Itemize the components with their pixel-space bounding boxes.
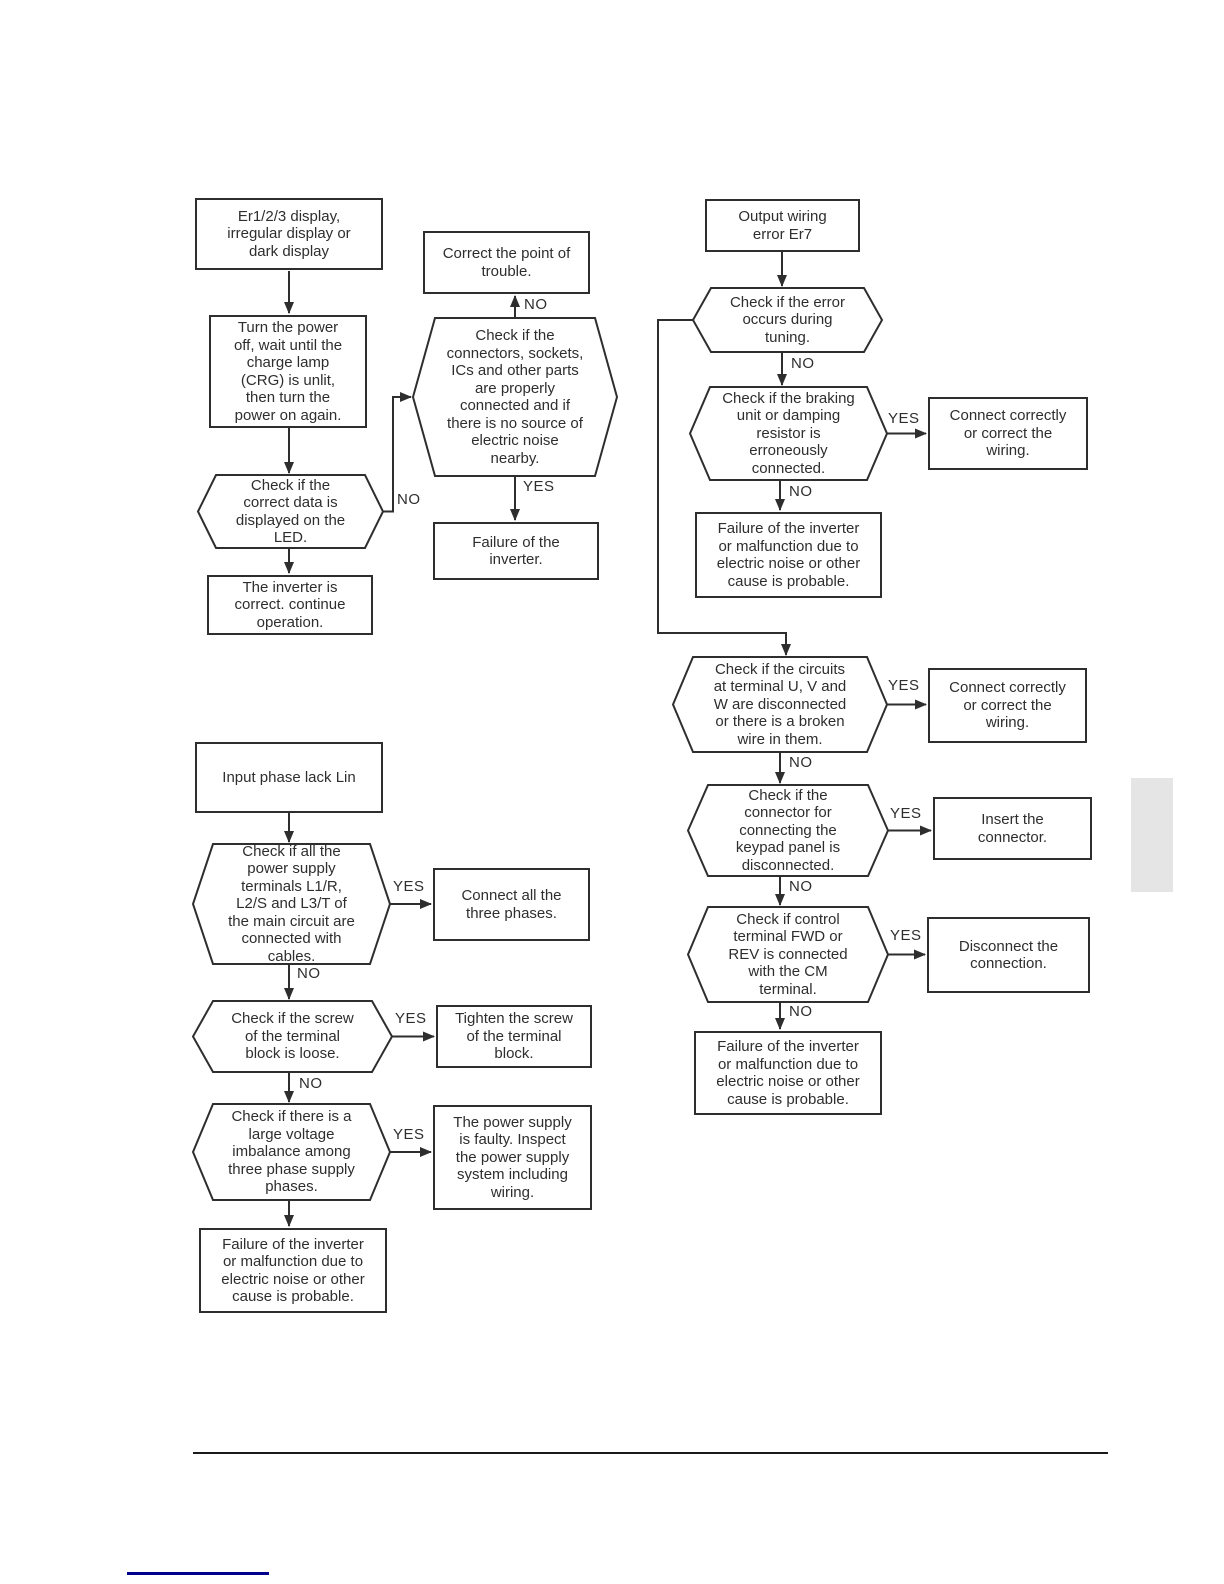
edge-label-no: NO [524,296,548,313]
edge-label-yes: YES [395,1010,427,1027]
edge-label-yes: YES [890,805,922,822]
edge-label-no: NO [397,491,421,508]
node-inverter-ok: The inverter is correct. continue operat… [207,575,373,635]
edge-label-no: NO [789,754,813,771]
edge-label-yes: YES [393,878,425,895]
node-er123-display: Er1/2/3 display, irregular display or da… [195,198,383,270]
node-connect-three-phases: Connect all the three phases. [433,868,590,941]
node-power-supply-faulty: The power supply is faulty. Inspect the … [433,1105,592,1210]
decision-braking-resistor: Check if the braking unit or damping res… [722,389,855,477]
node-correct-trouble: Correct the point of trouble. [423,231,590,294]
page-edge-tab [1131,778,1173,892]
node-connect-correctly-2: Connect correctly or correct the wiring. [928,668,1087,743]
flow-arrow [657,319,791,656]
edge-label-yes: YES [393,1126,425,1143]
edge-label-yes: YES [890,927,922,944]
decision-led-data: Check if the correct data is displayed o… [235,476,346,547]
decision-keypad-connector: Check if the connector for connecting th… [735,786,841,874]
node-connect-correctly-1: Connect correctly or correct the wiring. [928,397,1088,470]
footer-link-underline [127,1572,269,1575]
footer-rule [193,1452,1108,1454]
edge-label-no: NO [299,1075,323,1092]
node-failure-malfunction-1: Failure of the inverter or malfunction d… [695,512,882,598]
decision-terminal-screw: Check if the screw of the terminal block… [231,1010,354,1063]
node-output-wiring-er7: Output wiring error Er7 [705,199,860,252]
decision-supply-terminals: Check if all the power supply terminals … [228,842,355,965]
decision-during-tuning: Check if the error occurs during tuning. [729,293,846,346]
decision-fwd-rev-cm: Check if control terminal FWD or REV is … [728,910,848,998]
node-input-phase-lack: Input phase lack Lin [195,742,383,813]
decision-connectors: Check if the connectors, sockets, ICs an… [446,327,584,467]
decision-voltage-imbalance: Check if there is a large voltage imbala… [228,1108,355,1196]
edge-label-yes: YES [888,410,920,427]
node-tighten-screw: Tighten the screw of the terminal block. [436,1005,592,1068]
node-insert-connector: Insert the connector. [933,797,1092,860]
node-power-off-on: Turn the power off, wait until the charg… [209,315,367,428]
edge-label-yes: YES [888,677,920,694]
node-disconnect-connection: Disconnect the connection. [927,917,1090,993]
node-inverter-failure: Failure of the inverter. [433,522,599,580]
edge-label-no: NO [789,878,813,895]
edge-label-no: NO [297,965,321,982]
edge-label-yes: YES [523,478,555,495]
edge-label-no: NO [789,483,813,500]
decision-uvw-circuits: Check if the circuits at terminal U, V a… [713,660,847,748]
edge-label-no: NO [791,355,815,372]
node-failure-malfunction-2: Failure of the inverter or malfunction d… [694,1031,882,1115]
edge-label-no: NO [789,1003,813,1020]
node-failure-malfunction-3: Failure of the inverter or malfunction d… [199,1228,387,1313]
